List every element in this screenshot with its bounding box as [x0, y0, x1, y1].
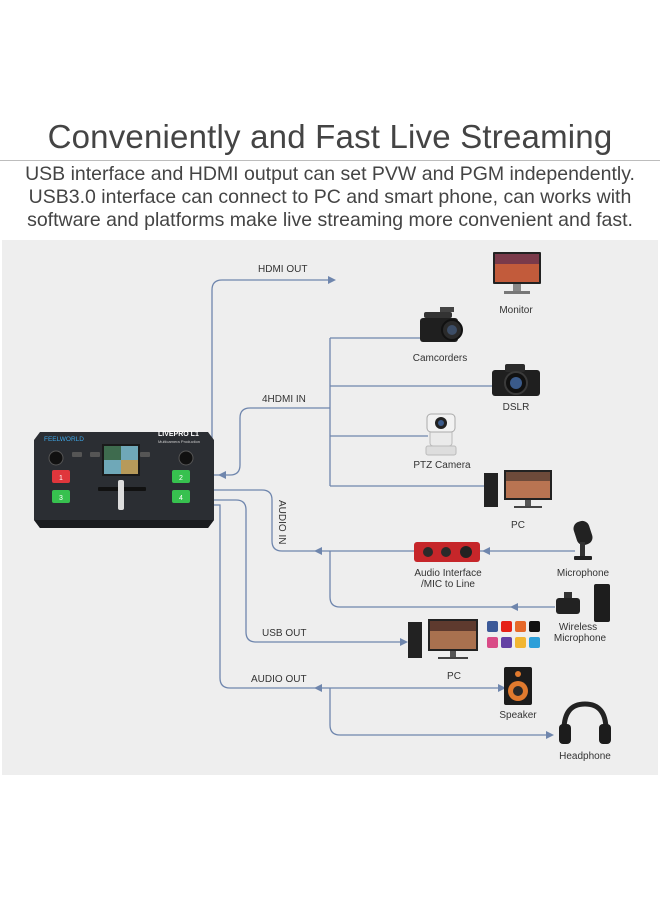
- usb-out-label: USB OUT: [262, 628, 306, 639]
- camcorders-label: Camcorders: [413, 353, 467, 364]
- hdmi-in-arrow: [218, 471, 226, 479]
- app-icon: [515, 621, 526, 632]
- audio-interface-label: Audio Interface: [414, 568, 482, 579]
- pc-input-label: PC: [511, 520, 525, 531]
- audio-in-arrow: [314, 547, 322, 555]
- pc-input-icon: [484, 470, 552, 508]
- facebook-icon: [487, 621, 498, 632]
- volume-knob[interactable]: [49, 451, 63, 465]
- dslr-icon: [492, 364, 540, 396]
- app-icon: [529, 637, 540, 648]
- headphone-icon: [559, 704, 611, 744]
- microphone-label: Microphone: [557, 568, 610, 579]
- wireless-mic-arrow: [510, 603, 518, 611]
- input-button-3-label: 3: [59, 495, 63, 502]
- audio-in-label: AUDIO IN: [276, 500, 287, 544]
- youtube-icon: [501, 621, 512, 632]
- input-button-1-label: 1: [59, 475, 63, 482]
- dslr-label: DSLR: [503, 402, 530, 413]
- tiktok-icon: [529, 621, 540, 632]
- speaker-icon: [504, 667, 532, 705]
- monitor-label: Monitor: [499, 305, 533, 316]
- ptz-camera-label: PTZ Camera: [413, 460, 471, 471]
- small-button[interactable]: [72, 452, 82, 457]
- audio-interface-icon: [414, 542, 480, 562]
- audio-out-label-arrow: [314, 684, 322, 692]
- device-tagline: Multicamera Production: [158, 439, 200, 444]
- app-icon: [515, 637, 526, 648]
- headphone-arrow: [546, 731, 554, 739]
- input-button-4-label: 4: [179, 495, 183, 502]
- t-bar-handle[interactable]: [118, 480, 124, 510]
- small-button[interactable]: [140, 452, 150, 457]
- audio-out-wire: [214, 505, 500, 688]
- speaker-label: Speaker: [499, 710, 537, 721]
- camcorder-icon: [420, 307, 462, 342]
- usb-out-arrow: [400, 638, 408, 646]
- app-icon: [487, 637, 498, 648]
- headphone-label: Headphone: [559, 751, 611, 762]
- wireless-microphone-label-2: Microphone: [554, 633, 607, 644]
- pc-usb-icon: [408, 619, 478, 659]
- hdmi-out-arrow: [328, 276, 336, 284]
- microphone-arrow: [482, 547, 490, 555]
- usb-out-wire: [214, 500, 402, 642]
- pc-usb-label: PC: [447, 671, 461, 682]
- ptz-camera-icon: [426, 414, 456, 455]
- hdmi-out-wire: [212, 280, 330, 440]
- input-button-2-label: 2: [179, 475, 183, 482]
- hdmi-in-trunk-wire: [214, 408, 330, 475]
- audio-knob[interactable]: [179, 451, 193, 465]
- microphone-icon: [572, 519, 595, 560]
- wireless-microphone-icon: [556, 584, 610, 622]
- hdmi-in-label: 4HDMI IN: [262, 394, 306, 405]
- wireless-microphone-label-1: Wireless: [559, 622, 597, 633]
- monitor-icon: [493, 252, 541, 294]
- audio-in-wire: [214, 490, 414, 551]
- device-model: LIVEPRO L1: [158, 431, 199, 438]
- livepro-switcher: FEELWORLD LIVEPRO L1 Multicamera Product…: [34, 431, 214, 528]
- audio-out-label: AUDIO OUT: [251, 674, 307, 685]
- twitch-icon: [501, 637, 512, 648]
- streaming-app-icons: [487, 621, 540, 648]
- audio-interface-sublabel: /MIC to Line: [421, 579, 475, 590]
- device-brand: FEELWORLD: [44, 436, 84, 443]
- hdmi-out-label: HDMI OUT: [258, 264, 307, 275]
- small-button[interactable]: [90, 452, 100, 457]
